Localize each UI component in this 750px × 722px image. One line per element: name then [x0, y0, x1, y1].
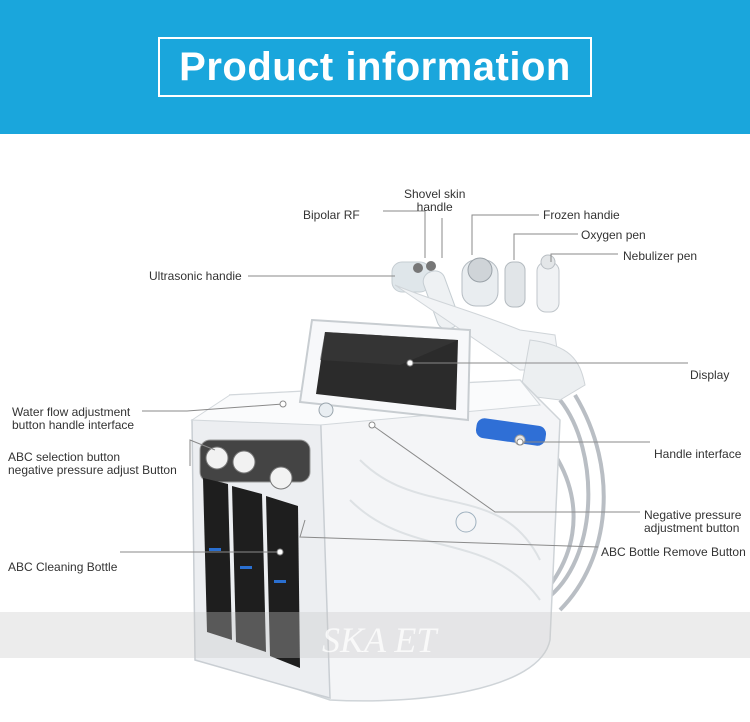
- label-oxygen-pen: Oxygen pen: [581, 228, 646, 242]
- label-water-flow-line1: Water flow adjustment: [12, 405, 131, 419]
- abc-buttons: [199, 439, 311, 490]
- label-shovel-skin-line2: handle: [416, 200, 453, 214]
- label-water-flow: Water flow adjustment button handle inte…: [12, 406, 134, 432]
- label-abc-selection-line1: ABC selection button: [8, 450, 121, 464]
- label-abc-selection-line2: negative pressure adjust Button: [8, 463, 177, 477]
- label-abc-selection: ABC selection button negative pressure a…: [8, 451, 177, 477]
- label-handle-interface: Handle interface: [654, 447, 742, 461]
- label-ultrasonic-handle: Ultrasonic handie: [149, 269, 242, 283]
- label-frozen-handle: Frozen handie: [543, 208, 620, 222]
- abc-cleaning-bottles: [203, 478, 300, 668]
- label-bipolar-rf: Bipolar RF: [303, 208, 360, 222]
- label-abc-cleaning: ABC Cleaning Bottle: [8, 560, 118, 574]
- label-shovel-skin: Shovel skin handle: [404, 188, 465, 214]
- page-title: Product information: [179, 44, 571, 89]
- leader-lines: [120, 210, 688, 553]
- handle-interface-port: [475, 418, 547, 446]
- header-banner: Product information: [0, 0, 750, 134]
- label-negative-pressure: Negative pressure adjustment button: [644, 509, 741, 535]
- leader-dots: [276, 359, 524, 556]
- watermark-band: [0, 612, 750, 658]
- label-negative-pressure-line2: adjustment button: [644, 521, 740, 535]
- display-screen: [298, 318, 472, 422]
- label-shovel-skin-line1: Shovel skin: [404, 187, 466, 201]
- title-frame: Product information: [158, 37, 592, 97]
- watermark-text: SKA ET: [322, 620, 437, 660]
- label-nebulizer-pen: Nebulizer pen: [623, 249, 698, 263]
- water-flow-knob: [318, 402, 334, 418]
- device-logo-icon: [455, 511, 477, 533]
- label-water-flow-line2: button handle interface: [12, 418, 135, 432]
- label-abc-remove: ABC Bottle Remove Button: [601, 545, 746, 559]
- handles: [391, 254, 561, 371]
- label-display: Display: [690, 368, 730, 382]
- label-negative-pressure-line1: Negative pressure: [644, 508, 742, 522]
